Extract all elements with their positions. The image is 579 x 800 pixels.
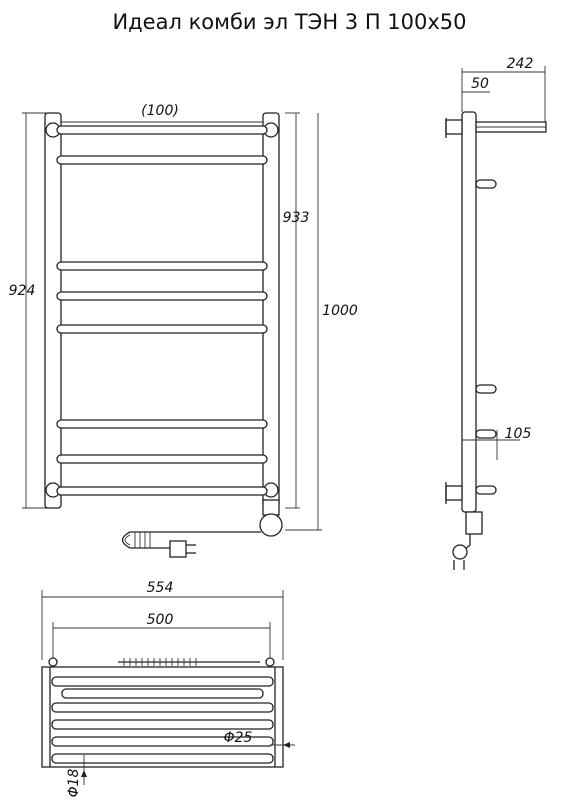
- drawing-title: Идеал комби эл ТЭН 3 П 100х50: [112, 10, 467, 34]
- dim-depth-label: 242: [507, 56, 534, 72]
- dim-pipe-label: Φ25: [224, 730, 253, 746]
- dim-outer-label: 554: [147, 580, 174, 596]
- dim-top-label: (100): [141, 103, 179, 119]
- dim-rung-label: Φ18: [66, 768, 82, 797]
- dim-inner-label: 500: [147, 612, 174, 628]
- dim-left-label: 924: [9, 283, 36, 299]
- dim-offset-label: 50: [471, 76, 489, 92]
- rungs: [56, 125, 268, 496]
- dim-shelf-label: 105: [505, 426, 532, 442]
- top-view: 554 500: [41, 580, 295, 797]
- front-view: (100) 924 933 1000: [9, 103, 358, 558]
- side-view: 242 50 105: [445, 56, 547, 570]
- dim-right-label: 1000: [322, 303, 358, 319]
- dim-mid-label: 933: [283, 210, 310, 226]
- heating-element: [121, 499, 283, 558]
